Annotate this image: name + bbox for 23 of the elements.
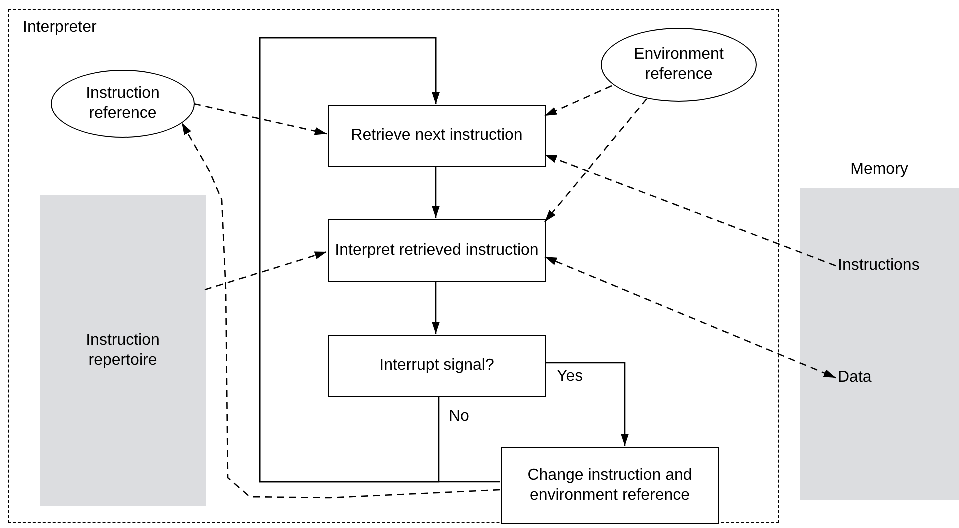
- ellipse-node: Environment reference: [601, 28, 757, 102]
- group-title: Memory: [850, 160, 910, 180]
- process-box: Change instruction and environment reference: [501, 447, 719, 524]
- arrow: [545, 362, 629, 446]
- arrow: [259, 37, 500, 483]
- interpreter-frame: [8, 9, 779, 523]
- decision-box: Interrupt signal?: [328, 335, 546, 397]
- process-box: Retrieve next instruction: [328, 105, 546, 167]
- memory-item-label: Data: [838, 366, 898, 390]
- ellipse-node: Instruction reference: [51, 70, 195, 138]
- dashed-arrow: [181, 122, 500, 499]
- group-title: Interpreter: [23, 18, 97, 38]
- dashed-arrow: [544, 98, 648, 222]
- dashed-arrow: [204, 251, 328, 291]
- arrow: [432, 166, 440, 218]
- dashed-arrow: [544, 154, 836, 267]
- dashed-arrow: [194, 103, 328, 136]
- dashed-arrow: [544, 256, 836, 379]
- dashed-arrow: [544, 85, 612, 117]
- repertoire-panel: Instruction repertoire: [40, 195, 206, 506]
- process-box: Interpret retrieved instruction: [328, 219, 546, 282]
- arrow: [432, 281, 440, 334]
- memory-item-label: Instructions: [838, 254, 954, 278]
